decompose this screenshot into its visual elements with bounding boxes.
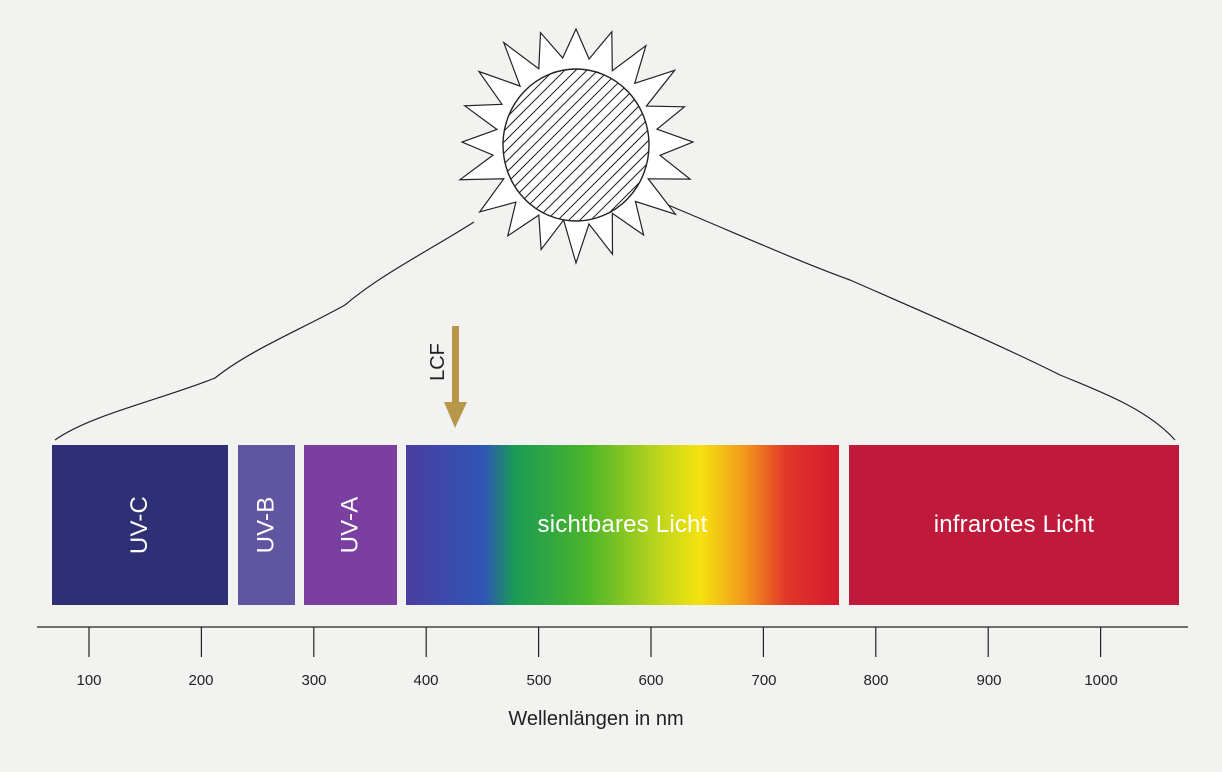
tick-label-1000: 1000 [1084, 672, 1118, 689]
band-uv-b: UV-B [238, 445, 295, 605]
lcf-arrow-icon [444, 326, 467, 428]
lcf-label: LCF [427, 343, 449, 381]
tick-label-600: 600 [638, 672, 664, 689]
band-label-visible: sichtbares Licht [537, 511, 708, 538]
band-uv-a: UV-A [304, 445, 397, 605]
tick-label-100: 100 [76, 672, 102, 689]
tick-label-400: 400 [413, 672, 439, 689]
band-uv-c: UV-C [52, 445, 228, 605]
tick-label-900: 900 [976, 672, 1002, 689]
band-label-infrared: infrarotes Licht [933, 511, 1095, 538]
tick-label-300: 300 [301, 672, 327, 689]
axis-title: Wellenlängen in nm [508, 708, 684, 730]
band-label-uv-c: UV-C [125, 495, 153, 555]
sun-icon [458, 27, 695, 266]
band-visible-light: sichtbares Licht [406, 445, 839, 605]
right-funnel-line [667, 204, 1176, 441]
tick-label-800: 800 [863, 672, 889, 689]
sun-disc [502, 68, 650, 222]
left-funnel-line [54, 221, 475, 441]
axis-ticks [88, 627, 1102, 657]
tick-label-200: 200 [188, 672, 214, 689]
band-label-uv-b: UV-B [252, 496, 280, 554]
band-label-uv-a: UV-A [336, 496, 364, 554]
visible-spectrum-fill [406, 445, 839, 605]
tick-label-500: 500 [526, 672, 552, 689]
band-infrared-light: infrarotes Licht [849, 445, 1179, 605]
tick-label-700: 700 [751, 672, 777, 689]
